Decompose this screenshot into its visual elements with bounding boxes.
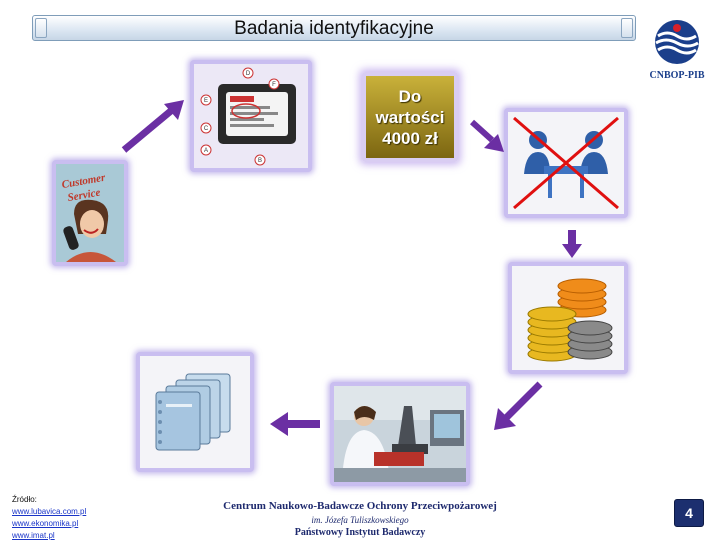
footer-line-3: Państwowy Instytut Badawczy xyxy=(294,527,426,538)
svg-text:F: F xyxy=(272,82,276,88)
svg-text:C: C xyxy=(204,126,209,132)
cnbop-logo-icon xyxy=(655,20,699,64)
svg-text:A: A xyxy=(204,148,208,154)
title-bar: Badania identyfikacyjne xyxy=(32,15,636,41)
title-bar-left-cap xyxy=(35,18,47,38)
arrow-to-documents-icon xyxy=(270,412,320,436)
arrow-to-coins-icon xyxy=(562,230,582,258)
svg-text:Service: Service xyxy=(67,187,102,205)
arrow-to-laboratory-icon xyxy=(494,381,543,430)
source-link-imat[interactable]: www.imat.pl xyxy=(12,531,55,540)
page-number: 4 xyxy=(674,499,704,527)
footer-institution: Centrum Naukowo-Badawcze Ochrony Przeciw… xyxy=(200,500,520,538)
logo-text: CNBOP-PIB xyxy=(649,70,705,81)
tile-no-meeting xyxy=(504,108,628,218)
label-diagram-icon: D F E C A B xyxy=(194,64,308,168)
crossed-meeting-icon xyxy=(508,112,624,214)
source-link-lubavica[interactable]: www.lubavica.com.pl xyxy=(12,507,87,516)
tile-customer-service: Customer Service xyxy=(52,160,128,266)
svg-text:E: E xyxy=(204,98,208,104)
tile-laboratory xyxy=(330,382,470,486)
tile-coins xyxy=(508,262,628,374)
sources-block: Źródło: www.lubavica.com.pl www.ekonomik… xyxy=(12,494,122,542)
price-text: Do wartości 4000 zł xyxy=(375,86,445,148)
source-link-ekonomika[interactable]: www.ekonomika.pl xyxy=(12,519,79,528)
slide-title: Badania identyfikacyjne xyxy=(234,18,434,39)
footer-line-1: Centrum Naukowo-Badawcze Ochrony Przeciw… xyxy=(223,500,497,512)
svg-text:D: D xyxy=(246,71,251,77)
tile-documents xyxy=(136,352,254,472)
laboratory-photo-icon xyxy=(334,386,466,482)
sources-label: Źródło: xyxy=(12,495,37,504)
footer-line-2: im. Józefa Tuliszkowskiego xyxy=(311,515,409,525)
price-box: Do wartości 4000 zł xyxy=(362,72,458,162)
customer-service-icon: Customer Service xyxy=(56,164,124,262)
documents-icon xyxy=(140,356,250,468)
arrow-to-label-icon xyxy=(121,100,184,153)
arrow-to-meeting-icon xyxy=(469,119,504,152)
svg-text:B: B xyxy=(258,158,262,164)
title-bar-right-cap xyxy=(621,18,633,38)
coins-icon xyxy=(512,266,624,370)
tile-label-diagram: D F E C A B xyxy=(190,60,312,172)
